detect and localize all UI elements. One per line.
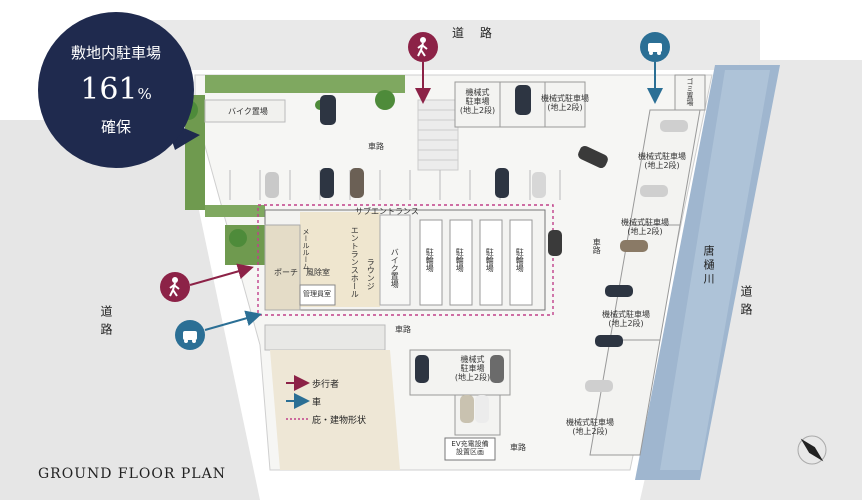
mech-right-1-line2: (地上2段) xyxy=(644,161,680,171)
mech-right-3-line2: (地上2段) xyxy=(608,319,644,329)
bike-parking-top-label: バイク置場 xyxy=(228,107,268,116)
mech-top-right-line1: 機械式駐車場 xyxy=(541,94,589,103)
road-label-right: 道路 xyxy=(739,285,753,321)
car-arrow-left xyxy=(204,310,262,331)
mech-top-left-line1: 機械式 xyxy=(465,88,490,97)
mech-bottom-line3: (地上2段) xyxy=(454,373,491,383)
ev-charging-line2: 設置区画 xyxy=(456,448,484,457)
badge-ratio-number: 161 xyxy=(80,72,138,107)
bike-parking-building-label: バイク置場 xyxy=(390,248,400,288)
mech-right-4-line1: 機械式駐車場 xyxy=(566,418,614,427)
badge-ratio: 161% xyxy=(38,72,194,107)
mech-top-right-line2: (地上2段) xyxy=(547,103,583,113)
badge-footer: 確保 xyxy=(100,118,131,136)
walking-person-icon xyxy=(160,272,190,302)
road-label-left: 道路 xyxy=(99,305,113,341)
driveway-right-label: 車路 xyxy=(592,238,602,254)
legend-pedestrian: 歩行者 xyxy=(312,380,340,390)
mech-right-4-label: 機械式駐車場 (地上2段) xyxy=(560,418,620,436)
road-label-top: 道 路 xyxy=(452,26,498,40)
mech-right-3-label: 機械式駐車場 (地上2段) xyxy=(596,310,656,328)
manager-room-label: 管理員室 xyxy=(303,290,331,298)
mech-right-1-line1: 機械式駐車場 xyxy=(638,152,686,161)
bicycle-parking-4-label: 駐輪場 xyxy=(515,248,525,272)
mech-right-2-line1: 機械式駐車場 xyxy=(621,218,669,227)
river-label: 唐樋川 xyxy=(702,245,715,287)
driveway-top-label: 車路 xyxy=(368,142,384,151)
mech-top-right-label: 機械式駐車場 (地上2段) xyxy=(535,94,595,112)
mech-right-2-line2: (地上2段) xyxy=(627,227,663,237)
north-arrow-icon xyxy=(797,435,827,465)
mech-top-left-line3: (地上2段) xyxy=(459,106,496,116)
plan-title: GROUND FLOOR PLAN xyxy=(38,466,226,482)
mech-right-2-label: 機械式駐車場 (地上2段) xyxy=(615,218,675,236)
bicycle-parking-3-label: 駐輪場 xyxy=(485,248,495,272)
parking-ratio-badge: 敷地内駐車場 161% 確保 xyxy=(38,12,194,168)
legend-site-outline: 庇・建物形状 xyxy=(312,416,367,426)
mech-right-4-line2: (地上2段) xyxy=(572,427,608,437)
sub-entrance-label: サブエントランス xyxy=(355,207,419,216)
mech-top-left-line2: 駐車場 xyxy=(465,97,490,107)
ev-charging-label: EV充電設備 設置区画 xyxy=(445,440,495,456)
driveway-mid-label: 車路 xyxy=(395,325,411,334)
windshield-room-label: 風除室 xyxy=(306,268,330,277)
car-icon xyxy=(175,320,205,350)
porch-label: ポーチ xyxy=(274,268,298,277)
parked-cars xyxy=(265,85,688,423)
hedge-top xyxy=(205,75,405,93)
mech-top-left-label: 機械式 駐車場 (地上2段) xyxy=(455,88,500,116)
road-top xyxy=(150,20,760,70)
site-outline xyxy=(257,204,554,316)
driveway-bottom-label: 車路 xyxy=(510,443,526,452)
mail-room-label: メールルーム xyxy=(302,228,311,270)
car-icon xyxy=(640,32,670,62)
entrance-hall-label: エントランスホール xyxy=(350,226,360,298)
pedestrian-arrow-left xyxy=(189,263,254,286)
lounge-label: ラウンジ xyxy=(366,258,376,290)
badge-ratio-unit: % xyxy=(137,85,152,103)
mech-right-1-label: 機械式駐車場 (地上2段) xyxy=(632,152,692,170)
road-left xyxy=(0,120,260,500)
legend-car: 車 xyxy=(312,398,322,408)
bicycle-parking-2-label: 駐輪場 xyxy=(455,248,465,272)
bicycle-parking-1-label: 駐輪場 xyxy=(425,248,435,272)
ev-charging-line1: EV充電設備 xyxy=(451,440,489,448)
garbage-label: ゴミ置場 xyxy=(686,78,695,106)
mech-bottom-label: 機械式 駐車場 (地上2段) xyxy=(450,355,495,383)
mech-right-3-line1: 機械式駐車場 xyxy=(602,310,650,319)
badge-heading: 敷地内駐車場 xyxy=(70,44,161,62)
mech-bottom-line1: 機械式 xyxy=(460,355,485,364)
walking-person-icon xyxy=(408,32,438,62)
mech-bottom-line2: 駐車場 xyxy=(460,364,485,374)
